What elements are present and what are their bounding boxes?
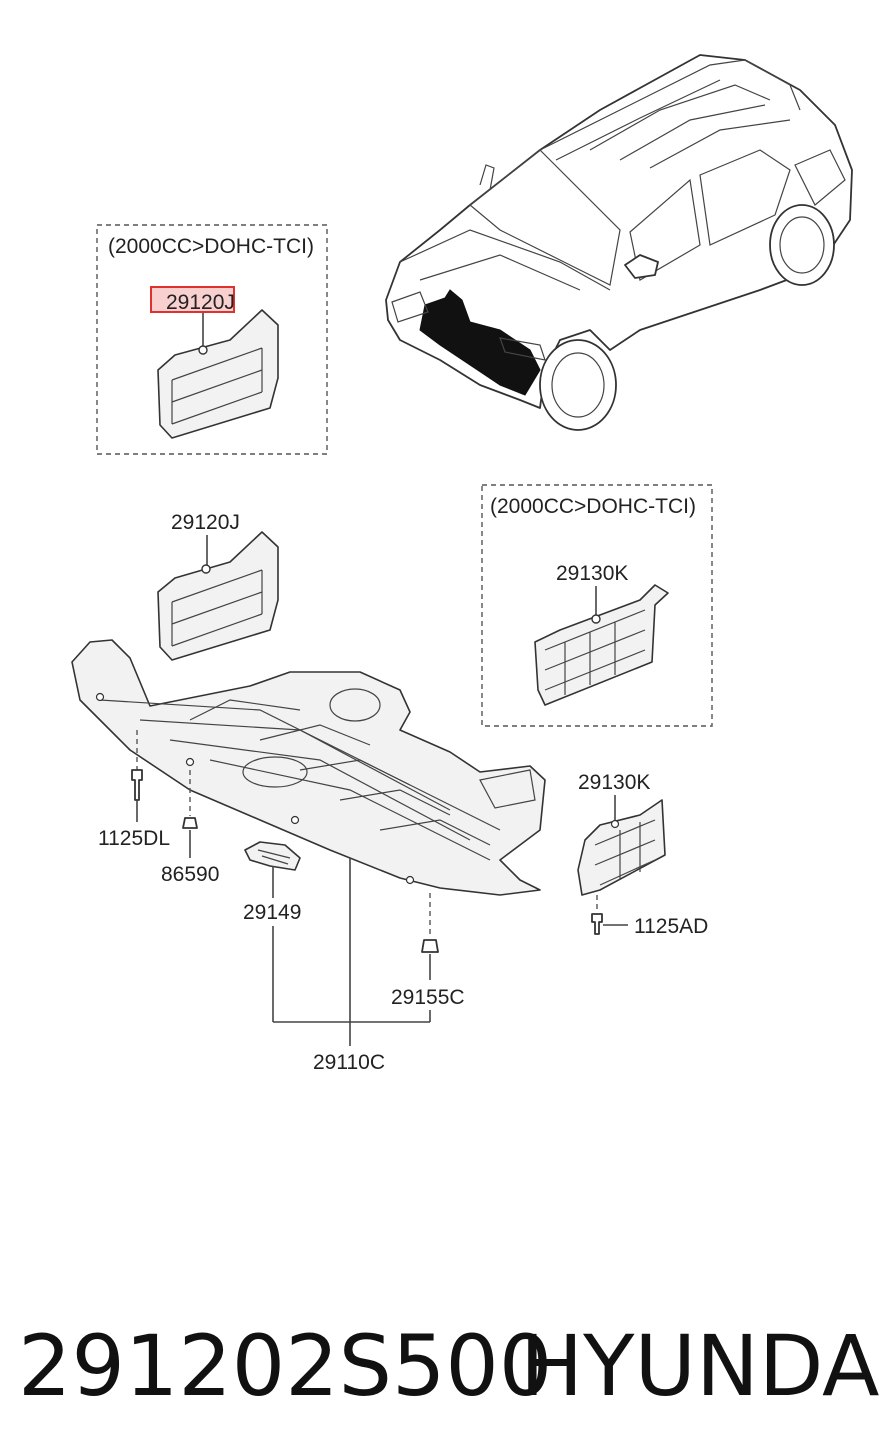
bolt-icon bbox=[131, 769, 143, 801]
callout-clip-left[interactable]: 86590 bbox=[161, 863, 219, 886]
callout-cover-mid[interactable]: 29120J bbox=[171, 511, 240, 534]
callout-screw-right[interactable]: 1125AD bbox=[634, 915, 708, 938]
under-cover-part bbox=[71, 639, 546, 896]
engine-under-cover-part-top bbox=[157, 309, 279, 439]
callout-under-cover[interactable]: 29110C bbox=[313, 1051, 385, 1074]
clip-29155C-group: 29155C bbox=[391, 893, 465, 1022]
option-box-left-header: (2000CC>DOHC-TCI) bbox=[108, 235, 314, 258]
bolt-1125DL-group: 1125DL bbox=[98, 730, 170, 850]
screw-1125AD-group: 1125AD bbox=[591, 895, 708, 938]
callout-bracket[interactable]: 29149 bbox=[243, 901, 301, 924]
side-cover-part-box bbox=[534, 584, 669, 706]
cover-right-group: 29130K bbox=[577, 771, 666, 896]
option-box-right-header: (2000CC>DOHC-TCI) bbox=[490, 495, 696, 518]
highlight-box bbox=[150, 286, 235, 313]
callout-cover-top[interactable]: 29120J bbox=[166, 291, 235, 314]
clip-86590-group: 86590 bbox=[161, 770, 219, 886]
side-cover-part bbox=[577, 799, 666, 896]
callout-cover-right[interactable]: 29130K bbox=[578, 771, 650, 794]
option-box-left: (2000CC>DOHC-TCI) 29120J bbox=[96, 224, 328, 455]
main-under-cover bbox=[71, 639, 546, 896]
footer-brand: HYUNDAI bbox=[520, 1317, 886, 1415]
engine-under-cover-part-mid bbox=[157, 531, 279, 661]
bracket-29149-group: 29149 bbox=[243, 841, 301, 1022]
clip-icon-bottom bbox=[421, 939, 439, 953]
cover-mid-group: 29120J bbox=[157, 511, 279, 661]
footer-part-number: 291202S500 bbox=[18, 1317, 552, 1415]
car-illustration bbox=[385, 54, 853, 431]
callout-clip-bottom[interactable]: 29155C bbox=[391, 986, 465, 1009]
option-box-right: (2000CC>DOHC-TCI) 29130K bbox=[481, 484, 713, 727]
callout-cover-right-box[interactable]: 29130K bbox=[556, 562, 628, 585]
clip-icon bbox=[182, 817, 198, 829]
bracket-part bbox=[244, 841, 301, 871]
screw-icon bbox=[591, 913, 603, 935]
callout-bolt-left[interactable]: 1125DL bbox=[98, 827, 170, 850]
